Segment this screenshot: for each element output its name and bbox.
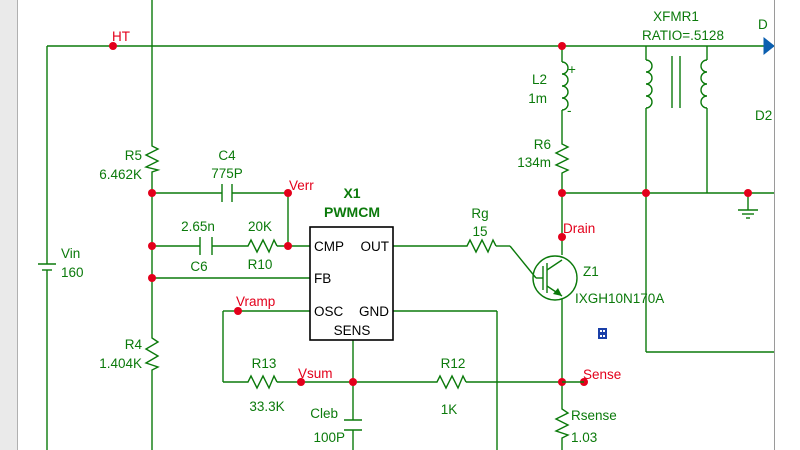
l2-inductor[interactable] [561, 61, 569, 111]
r4-resistor[interactable] [144, 330, 160, 372]
node-drain-label: Drain [563, 221, 595, 236]
xfmr1-name: XFMR1 [653, 9, 699, 24]
r4-name: R4 [125, 337, 143, 352]
r4-value: 1.404K [99, 356, 142, 371]
z1-igbt[interactable] [532, 255, 578, 301]
r13-value: 33.3K [249, 399, 284, 414]
r13-name: R13 [252, 356, 277, 371]
left-panel-edge [0, 0, 18, 450]
c4-name: C4 [218, 148, 236, 163]
z1-name: Z1 [583, 264, 599, 279]
l2-plus-mark: + [568, 62, 576, 77]
ic-pin-cmp: CMP [314, 239, 344, 254]
junction-dot [558, 42, 566, 50]
junction-dot [284, 242, 292, 250]
junction-dot [148, 274, 156, 282]
cleb-capacitor[interactable] [344, 419, 362, 431]
junction-dot [148, 189, 156, 197]
r10-value: 20K [248, 219, 272, 234]
rsense-resistor[interactable] [554, 403, 570, 440]
d1-name: D [758, 17, 768, 32]
junction-dot [558, 189, 566, 197]
d2-name: D2 [755, 108, 772, 123]
r13-resistor[interactable] [243, 374, 278, 390]
c6-name: C6 [190, 259, 207, 274]
r5-name: R5 [125, 148, 142, 163]
node-vsum-dot[interactable] [297, 378, 305, 386]
ic-pin-out: OUT [361, 239, 390, 254]
junction-dot [349, 378, 357, 386]
rg-value: 15 [472, 224, 487, 239]
ic-pin-osc: OSC [314, 304, 344, 319]
rsense-value: 1.03 [571, 430, 597, 445]
ic-part-label: PWMCM [324, 204, 380, 220]
junction-dot [642, 189, 650, 197]
xfmr1-transformer[interactable] [645, 56, 708, 109]
d1-diode[interactable] [763, 36, 775, 56]
r12-resistor[interactable] [432, 374, 467, 390]
ic-pin-gnd: GND [359, 304, 389, 319]
junction-dot [148, 242, 156, 250]
z1-value: IXGH10N170A [575, 291, 664, 306]
wires [46, 0, 774, 450]
node-sense-label: Sense [583, 367, 621, 382]
node-verr-label: Verr [289, 178, 314, 193]
node-vramp-dot[interactable] [234, 307, 242, 315]
x1-pwmcm-ic[interactable]: CMP OUT FB OSC GND SENS [309, 226, 394, 341]
r5-value: 6.462K [99, 167, 142, 182]
node-vsum-label: Vsum [298, 366, 333, 381]
node-ht-label: HT [112, 29, 130, 44]
r10-name: R10 [248, 257, 273, 272]
l2-name: L2 [532, 72, 547, 87]
r6-name: R6 [534, 137, 551, 152]
vin-value: 160 [61, 265, 84, 280]
r12-name: R12 [441, 356, 466, 371]
l2-minus-mark: - [567, 103, 572, 118]
rg-name: Rg [471, 206, 488, 221]
c4-value: 775P [211, 166, 243, 181]
right-panel-edge [774, 0, 800, 450]
ic-pin-fb: FB [314, 271, 331, 286]
probe-marker-icon[interactable] [598, 328, 607, 339]
r10-resistor[interactable] [243, 238, 278, 254]
l2-value: 1m [528, 91, 547, 106]
node-vramp-label: Vramp [236, 294, 275, 309]
ic-name-label: X1 [343, 185, 360, 201]
c6-value: 2.65n [181, 219, 215, 234]
junction-dot [744, 189, 752, 197]
vin-name: Vin [61, 246, 80, 261]
r6-value: 134m [517, 155, 551, 170]
rsense-name: Rsense [571, 408, 617, 423]
node-drain-dot[interactable] [558, 233, 566, 241]
r12-value: 1K [441, 402, 458, 417]
node-ht-dot[interactable] [109, 42, 117, 50]
c6-capacitor[interactable] [199, 237, 213, 255]
rg-resistor[interactable] [462, 238, 497, 254]
r5-resistor[interactable] [143, 140, 161, 175]
r6-resistor[interactable] [554, 138, 570, 176]
ground-symbol [738, 209, 758, 219]
node-verr-dot[interactable] [284, 189, 292, 197]
c4-capacitor[interactable] [221, 184, 233, 202]
cleb-value: 100P [313, 430, 345, 445]
cleb-name: Cleb [310, 406, 338, 421]
ic-pin-sens: SENS [334, 323, 371, 338]
junction-dots [109, 42, 752, 386]
vin-source[interactable] [38, 245, 56, 282]
xfmr1-ratio: RATIO=.5128 [642, 28, 724, 43]
